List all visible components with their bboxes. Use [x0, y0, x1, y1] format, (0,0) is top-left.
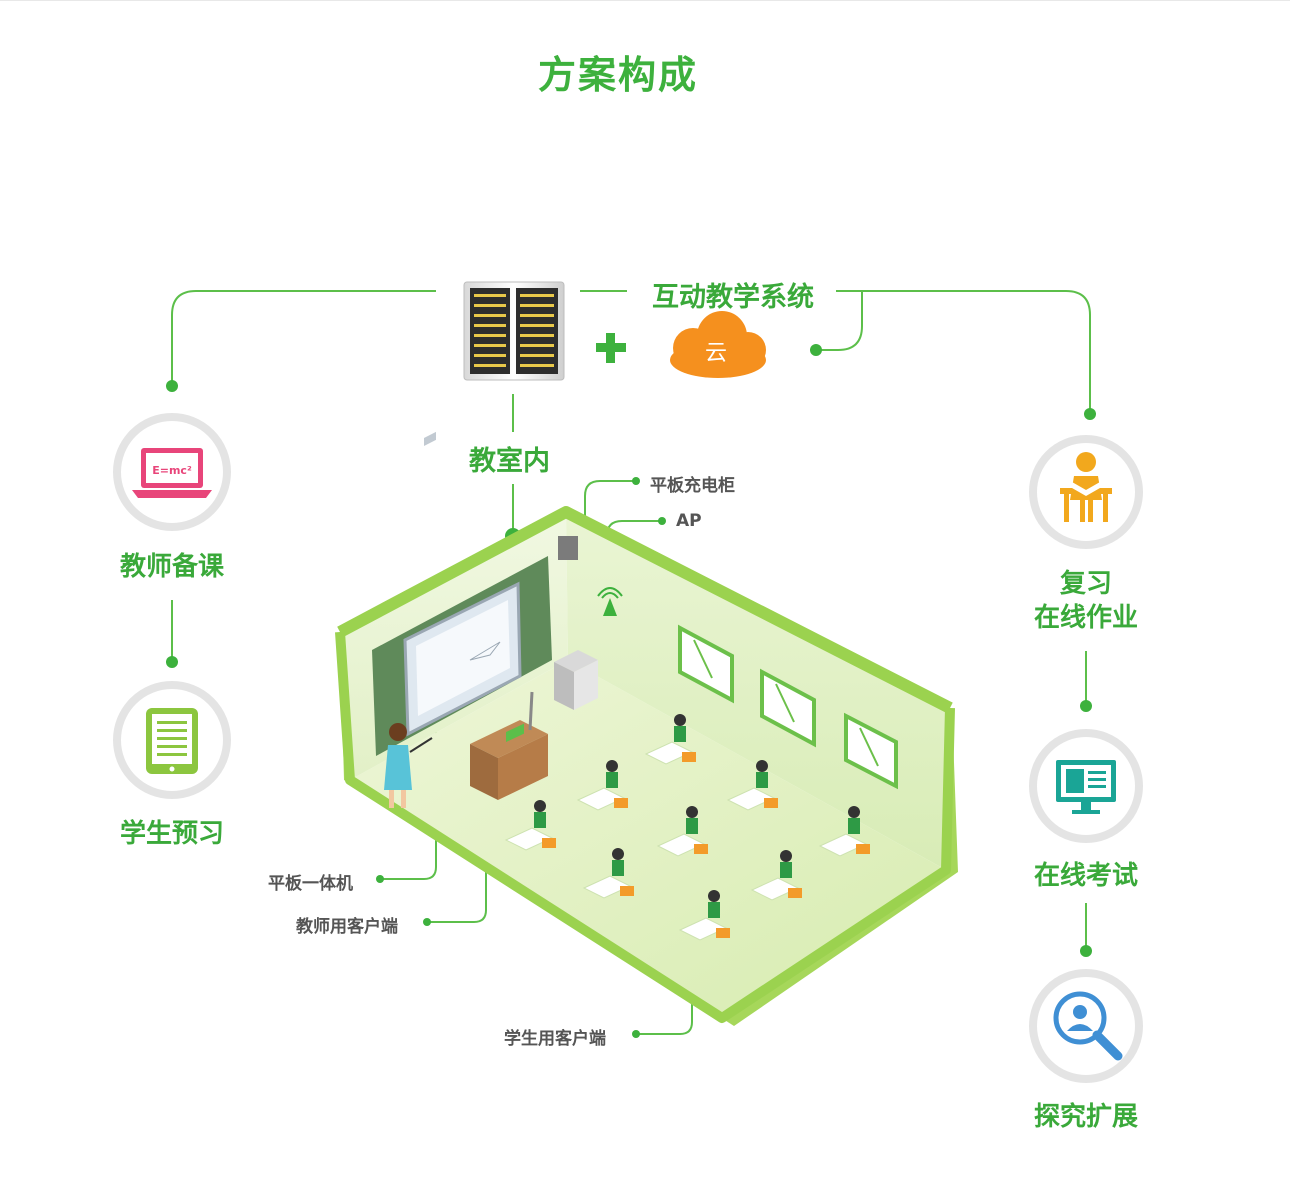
cloud-label: 云	[705, 341, 727, 366]
connector-lines	[171, 290, 1091, 1035]
teacher-client-callout: 教师用客户端	[296, 917, 398, 937]
review-label: 复习	[1059, 569, 1113, 599]
charging-cabinet	[554, 650, 598, 710]
ap-callout: AP	[676, 511, 702, 531]
line-to-review	[836, 290, 1091, 414]
explore-node	[1029, 969, 1143, 1083]
student-preview-node	[113, 681, 231, 799]
student-preview-label: 学生预习	[119, 819, 225, 849]
callout-line-cabinet	[584, 480, 636, 656]
reading-student-icon	[1060, 452, 1112, 522]
podium	[470, 691, 548, 800]
ap-antenna-icon	[597, 587, 623, 616]
desk	[576, 760, 628, 811]
server-rack-icon	[463, 281, 565, 381]
desk	[644, 714, 696, 765]
desk	[818, 806, 870, 857]
tablet-icon	[146, 708, 198, 774]
line-to-teacher-prep	[171, 290, 436, 386]
teacher-figure	[384, 723, 433, 808]
plus-sign	[596, 333, 626, 363]
top-divider	[0, 0, 1290, 1]
desk	[750, 850, 802, 901]
wall-box	[558, 536, 578, 560]
desk	[504, 800, 556, 851]
classroom-illustration	[335, 431, 958, 1026]
desk	[656, 806, 708, 857]
cloud-icon	[670, 311, 766, 378]
desk	[582, 848, 634, 899]
page-title: 方案构成	[537, 53, 698, 97]
student-client-callout: 学生用客户端	[504, 1029, 606, 1049]
callout-line-student-client	[636, 935, 693, 1035]
desk	[678, 890, 730, 941]
classroom-label: 教室内	[469, 446, 550, 477]
online-exam-label: 在线考试	[1033, 861, 1139, 891]
online-exam-node	[1029, 729, 1143, 843]
line-to-cloud	[816, 291, 863, 351]
monitor-exam-icon	[1056, 760, 1116, 814]
callout-line-board	[380, 690, 437, 880]
formula-text: E=mc²	[152, 464, 192, 477]
explore-label: 探究扩展	[1033, 1102, 1139, 1132]
review-homework-node	[1029, 435, 1143, 549]
back-right-wall	[566, 512, 950, 870]
magnifier-search-icon	[1053, 991, 1123, 1061]
system-label: 互动教学系统	[652, 282, 814, 313]
online-homework-label: 在线作业	[1033, 603, 1139, 633]
student-desks	[504, 714, 870, 941]
desk	[726, 760, 778, 811]
laptop-formula-icon: E=mc²	[132, 448, 212, 498]
smart-board-callout: 平板一体机	[268, 874, 353, 894]
charging-cabinet-callout: 平板充电柜	[650, 476, 735, 496]
teacher-prep-label: 教师备课	[119, 552, 225, 582]
teacher-prep-node: E=mc²	[113, 413, 231, 531]
callout-line-teacher-client	[427, 765, 487, 923]
